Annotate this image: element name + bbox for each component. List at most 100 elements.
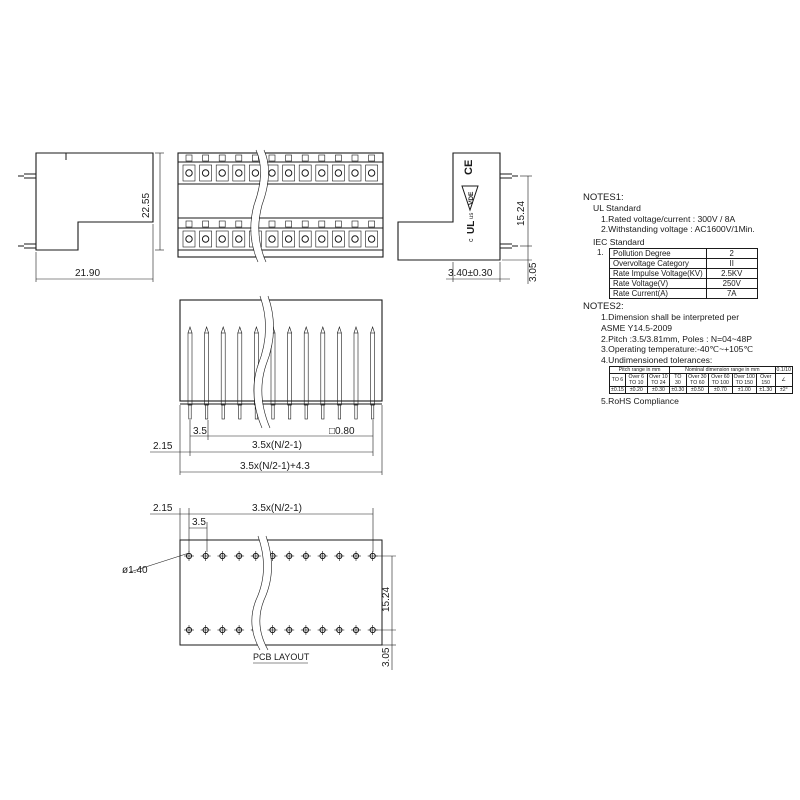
wire-entry [335, 220, 342, 228]
pin-leg [321, 404, 325, 420]
terminal-cell [315, 164, 329, 182]
terminal-cell [282, 164, 295, 182]
pin-tip [254, 326, 259, 334]
screw-icon [284, 235, 293, 243]
terminal-cell [365, 230, 378, 248]
pin-row [187, 326, 375, 420]
table-row: TO 6 Over 6 TO 10 Over 10 TO 24 TO 30 Ov… [609, 373, 793, 388]
terminal-cell [332, 230, 345, 248]
pin-tip [337, 326, 342, 334]
tol-col: TO 30 [669, 373, 687, 388]
dim-pin-span: 3.5x(N/2-1) [252, 440, 302, 451]
screw-icon [351, 235, 359, 243]
pin-leg [354, 404, 358, 420]
wire-entry [285, 220, 292, 228]
notes-panel: NOTES1: UL Standard 1.Rated voltage/curr… [583, 192, 793, 407]
screw-icon [301, 169, 309, 177]
dim-total-length: 3.5x(N/2-1)+4.3 [240, 461, 310, 472]
dim-front-height: 15.24 [516, 201, 527, 226]
ul-item-rated-voltage: 1.Rated voltage/current : 300V / 8A [601, 213, 736, 224]
note2-item-5: 5.RoHS Compliance [601, 396, 679, 407]
screw-icon [235, 235, 243, 243]
pin-view: 3.5 3.5x(N/2-1) □0.80 2.15 3.5x(N/2-1)+4… [150, 294, 383, 475]
table-row: Rate Current(A)7A [609, 288, 758, 300]
screw-icon [201, 169, 210, 177]
wire-entry [185, 220, 193, 228]
dim-side-width: 21.90 [75, 268, 100, 279]
dim-side-height: 22.55 [141, 193, 152, 218]
tol-col: Over 60 TO 100 [708, 373, 733, 388]
pin-leg [188, 404, 192, 420]
notes2-title: NOTES2: [583, 301, 624, 313]
iec-param: Rate Voltage(V) [609, 278, 707, 290]
screw-icon [301, 235, 309, 243]
iec-value: II [705, 258, 758, 270]
tol-col: Over 100 TO 150 [731, 373, 757, 388]
pin-leg [337, 404, 341, 420]
pin-leg [238, 404, 242, 420]
wire-entry [268, 154, 276, 162]
screw-icon [268, 235, 276, 243]
dim-front-base: 3.40±0.30 [448, 268, 493, 279]
wire-entry [235, 220, 243, 228]
dim-pcb-span: 3.5x(N/2-1) [252, 503, 302, 514]
screw-icon [218, 169, 226, 177]
iec-value: 7A [705, 288, 758, 300]
hole-row-lower [184, 625, 378, 635]
tol-col: Over 150 [755, 373, 776, 388]
side-view: 21.90 22.55 [18, 152, 164, 282]
pin-tip [320, 326, 326, 334]
dim-pin-size: □0.80 [329, 426, 355, 437]
iec-param: Rate Impulse Voltage(KV) [609, 268, 707, 280]
tol-symbol-flatness: 0.1/10 [774, 366, 793, 375]
pin-leg [371, 404, 375, 420]
note2-item-3: 3.Operating temperature:-40℃~+105℃ [601, 344, 754, 355]
note2-item-2: 2.Pitch :3.5/3.81mm, Poles : N=04~48P [601, 333, 752, 344]
tol-value: ±0.70 [708, 386, 733, 395]
tol-col: Over 6 TO 10 [624, 373, 648, 388]
dim-pcb-edge: 2.15 [153, 503, 173, 514]
screw-icon [318, 169, 326, 177]
wire-entry [235, 154, 243, 162]
wire-entry [218, 154, 226, 162]
terminal-cell [232, 164, 246, 182]
table-row: Rate Impulse Voltage(KV)2.5KV [609, 268, 758, 280]
tol-value: ±0.15 [609, 386, 626, 395]
wire-entry [301, 220, 309, 228]
wire-entry [351, 154, 359, 162]
iec-param: Rate Current(A) [609, 288, 707, 300]
iec-value: 2 [705, 248, 758, 260]
wire-entry [252, 154, 259, 162]
wire-entry [318, 154, 326, 162]
pin-leg [304, 404, 308, 420]
pin-tip [287, 326, 292, 334]
wire-entry [202, 220, 209, 228]
iec-value: 2.5KV [705, 268, 758, 280]
pin-leg [205, 404, 209, 420]
iec-standard-heading: IEC Standard [593, 236, 645, 247]
wire-entry [202, 154, 209, 162]
iec-value: 250V [705, 278, 758, 290]
wire-entry [218, 220, 226, 228]
terminal-cell [298, 164, 312, 182]
vde-mark: VDE [468, 191, 475, 205]
tol-value: ±1.00 [731, 386, 757, 395]
wire-entry [368, 154, 375, 162]
terminal-cell [332, 164, 345, 182]
screw-icon [185, 169, 193, 177]
pin-tip [220, 326, 226, 334]
ul-mark: UL [466, 221, 477, 234]
terminal-cell [199, 164, 212, 182]
pin-tip [187, 326, 193, 334]
note2-item-4: 4.Undimensioned tolerances: [601, 354, 713, 365]
terminal-cell [365, 164, 378, 182]
screw-icon [284, 169, 293, 177]
top-view [177, 148, 384, 264]
table-row: Pitch range in mm Nominal dimension rang… [608, 366, 793, 375]
wire-entry [301, 154, 309, 162]
pin-tip [237, 326, 243, 334]
screw-icon [201, 235, 210, 243]
